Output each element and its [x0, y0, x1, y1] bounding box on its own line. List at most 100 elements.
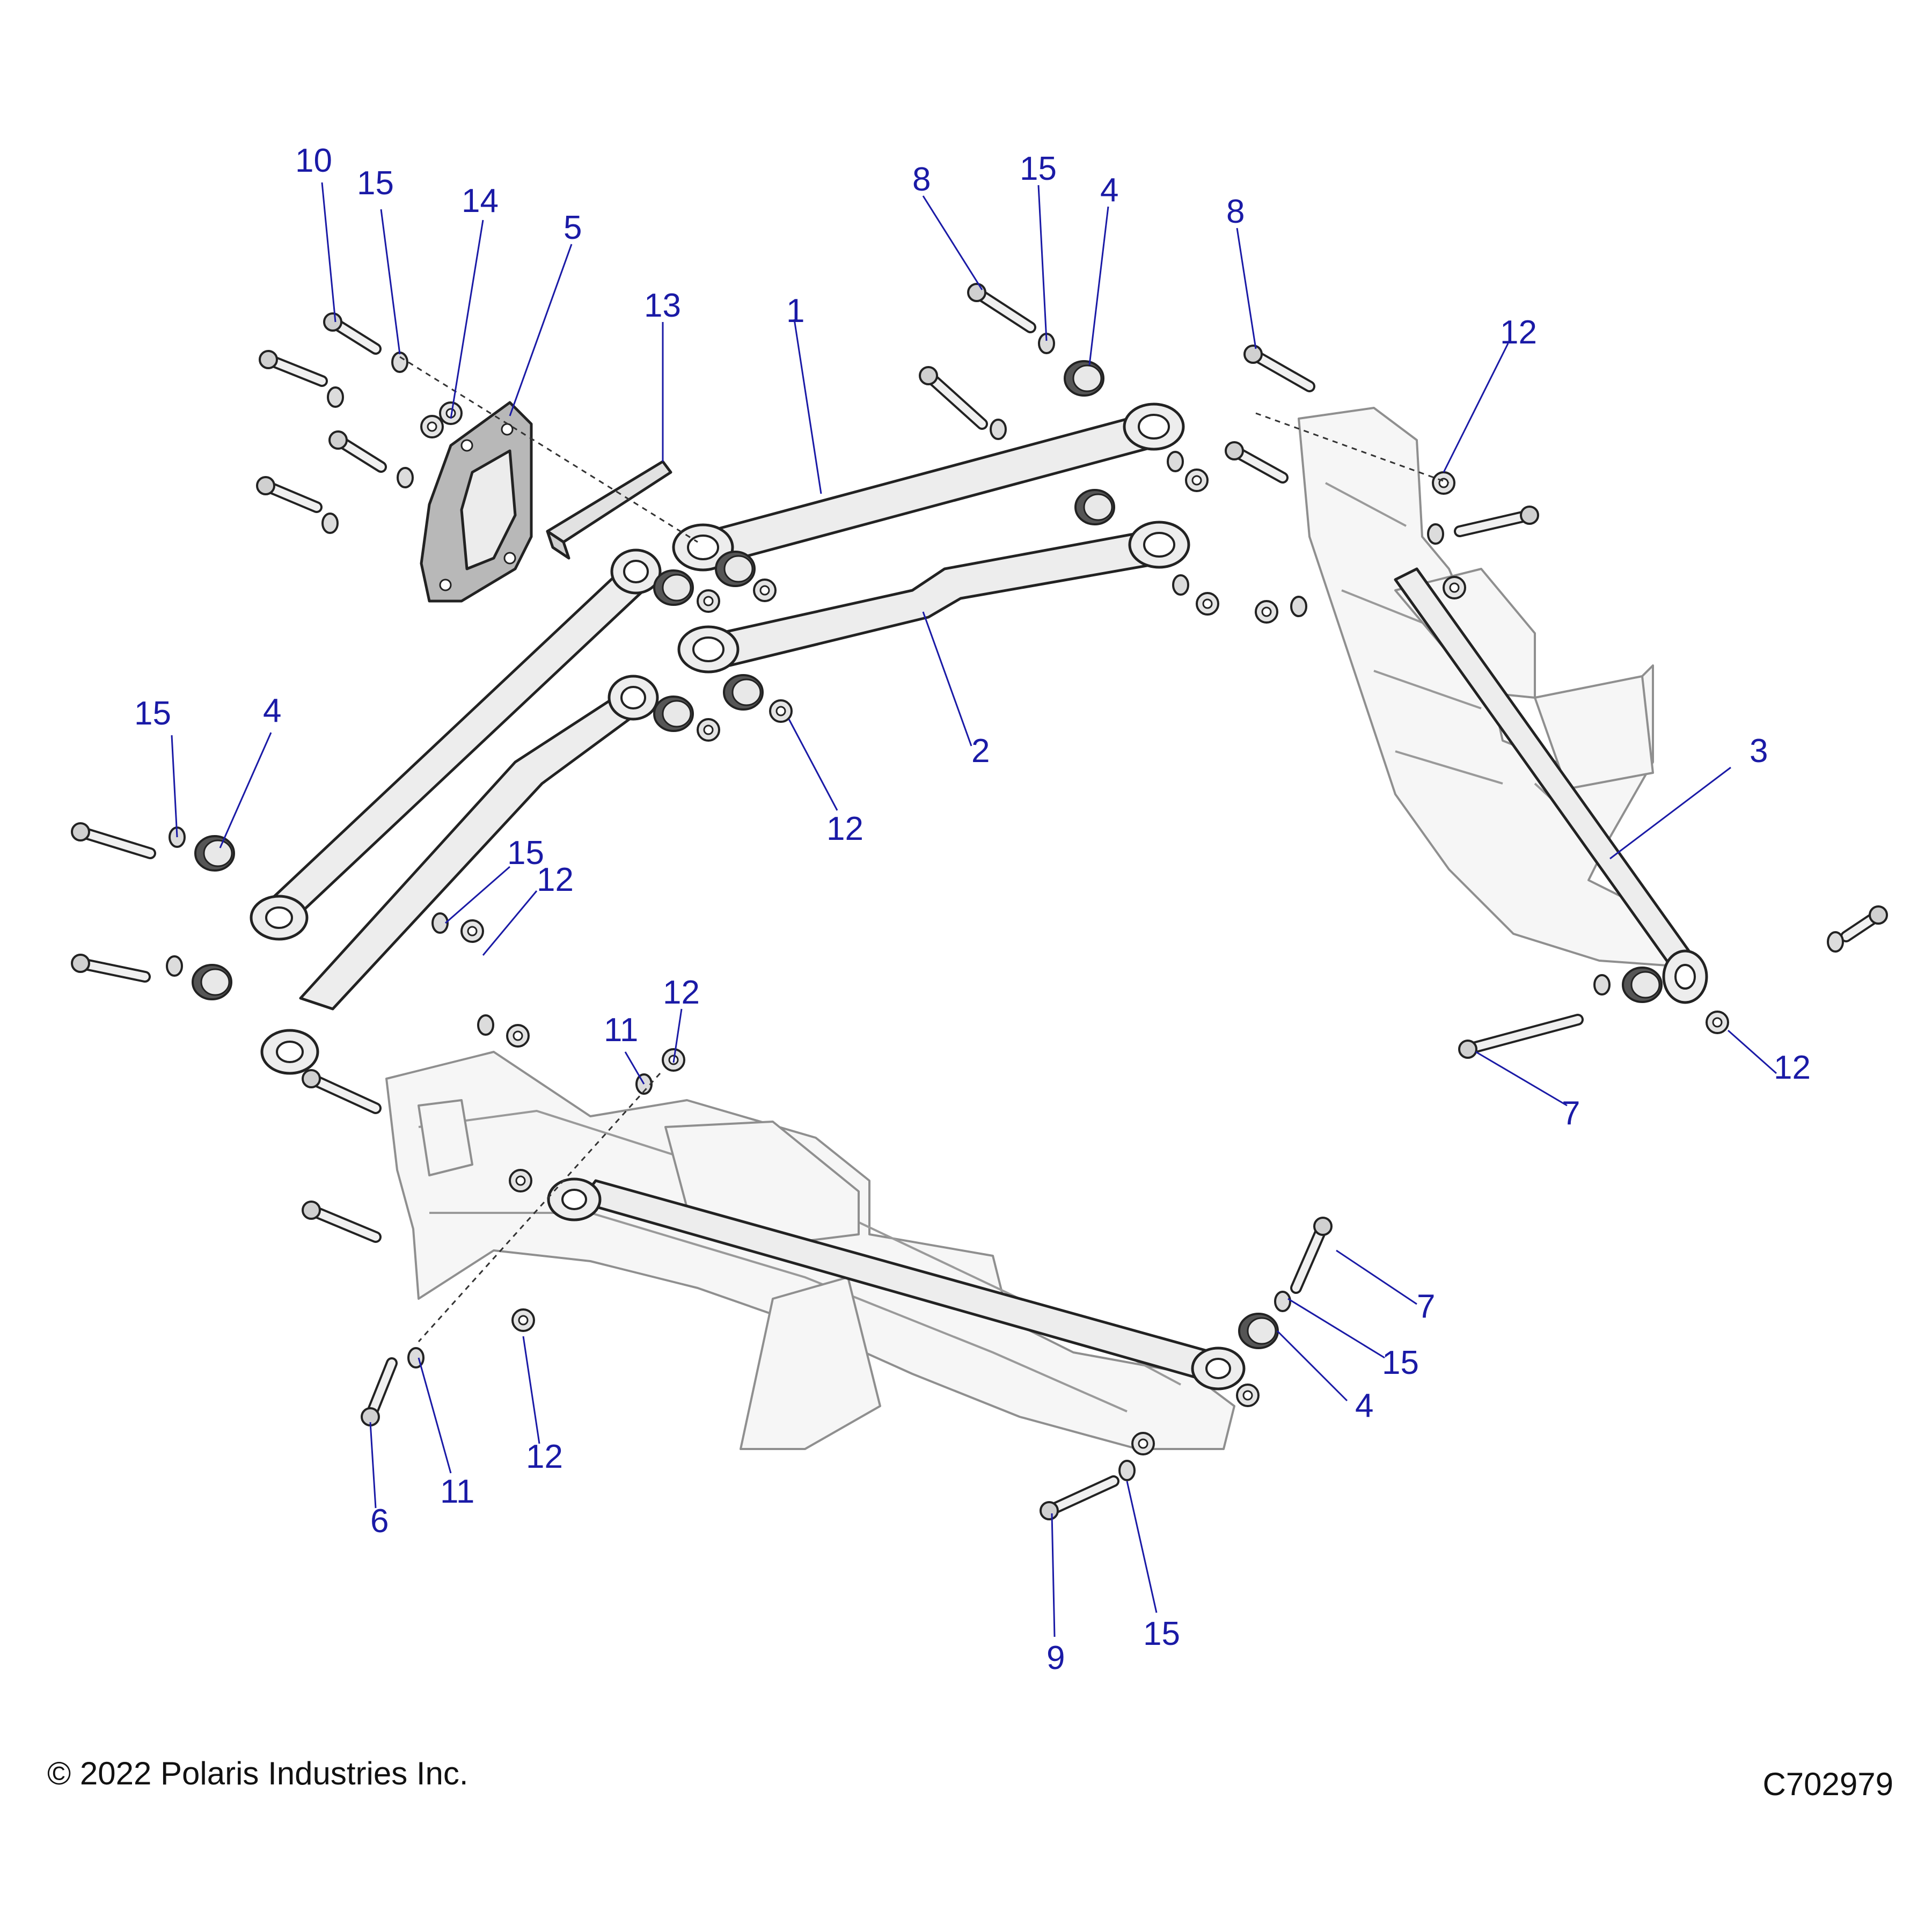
washer: [1172, 574, 1189, 596]
callout-8: 8: [912, 161, 931, 198]
nut-hole: [775, 706, 786, 716]
bushing-face: [1072, 364, 1102, 392]
callout-4: 4: [263, 692, 281, 729]
heat-shield: [546, 460, 672, 560]
callout-3: 3: [1750, 733, 1768, 770]
arm-left-lower: [260, 675, 659, 1075]
callout-1: 1: [786, 292, 804, 330]
washer: [1167, 451, 1184, 472]
mount-bracket: [420, 401, 533, 603]
bolt-head: [1040, 1501, 1059, 1520]
bolt-head: [919, 366, 938, 385]
bolt-shank: [77, 960, 149, 980]
bolt-head: [1869, 905, 1888, 925]
bolt-head: [71, 954, 90, 973]
washer: [1274, 1291, 1291, 1312]
arm-1: [672, 402, 1185, 572]
callout-15: 15: [1020, 150, 1057, 187]
bolt-head: [302, 1201, 321, 1220]
callout-9: 9: [1046, 1640, 1065, 1677]
callout-labels: 10 15 14 5 13 1 8 15 4 8 12 15 4 2 12 3 …: [134, 142, 1811, 1677]
bushing-face: [662, 574, 692, 602]
washer: [327, 386, 344, 408]
callout-2: 2: [971, 733, 990, 770]
callout-6: 6: [370, 1503, 389, 1540]
bolt-shank: [925, 372, 986, 428]
bolt-shank: [1249, 350, 1313, 390]
bolt-shank: [1456, 511, 1533, 535]
callout-11: 11: [604, 1012, 638, 1049]
arm-2: [677, 521, 1190, 674]
bolt-head: [1313, 1217, 1333, 1236]
bolt-head: [323, 312, 342, 332]
nut-hole: [1242, 1390, 1253, 1401]
nut-hole: [703, 724, 714, 735]
figure-code: C702979: [1762, 1766, 1893, 1802]
callout-8: 8: [1226, 193, 1245, 230]
bushing-face: [662, 700, 692, 728]
bolt-head: [302, 1069, 321, 1088]
nut-hole: [1191, 475, 1202, 486]
washer: [431, 912, 449, 934]
arm-left-upper: [250, 548, 662, 941]
bolt-shank: [973, 289, 1034, 331]
copyright-notice: © 2022 Polaris Industries Inc.: [47, 1755, 469, 1791]
washer: [1118, 1460, 1136, 1481]
bolt-head: [259, 350, 278, 369]
washer: [990, 419, 1007, 440]
washer: [166, 955, 183, 977]
leader-lines: [171, 182, 1777, 1637]
callout-15: 15: [357, 165, 394, 202]
bolt-shank: [77, 828, 154, 857]
bolt-head: [71, 822, 90, 841]
hardware-group: [71, 283, 1888, 1520]
callout-15: 15: [1382, 1344, 1419, 1381]
bushing-face: [731, 678, 762, 706]
bushing-face: [200, 968, 230, 996]
bolt-head: [328, 430, 348, 450]
callout-12: 12: [1774, 1049, 1811, 1086]
nut-hole: [703, 596, 714, 606]
washer: [1427, 523, 1444, 545]
washer: [391, 352, 408, 373]
callout-12: 12: [537, 861, 574, 898]
callout-15: 15: [1143, 1615, 1180, 1652]
nut-hole: [759, 585, 770, 596]
bushing-face: [723, 555, 753, 583]
washer: [1827, 931, 1844, 953]
nut-hole: [467, 926, 478, 936]
nut-hole: [513, 1030, 523, 1041]
callout-12: 12: [1500, 314, 1537, 351]
callout-12: 12: [663, 974, 700, 1011]
arm-lower-long: [547, 1177, 1246, 1391]
nut-hole: [515, 1175, 526, 1186]
washer: [321, 513, 339, 534]
arm-3: [1394, 567, 1708, 1004]
alignment-lines: [399, 356, 1450, 1343]
bushing-face: [1630, 971, 1660, 999]
washer: [477, 1014, 494, 1036]
nut-hole: [427, 421, 437, 432]
nut-hole: [1449, 582, 1460, 593]
bolt-shank: [308, 1206, 379, 1241]
callout-14: 14: [462, 182, 499, 219]
washer: [1593, 974, 1611, 996]
bolt-shank: [1292, 1223, 1327, 1292]
bolt-head: [967, 283, 986, 302]
bolt-head: [1225, 441, 1244, 460]
nut-hole: [1138, 1438, 1148, 1449]
callout-10: 10: [295, 142, 332, 179]
callout-7: 7: [1562, 1095, 1580, 1132]
bolt-head: [1458, 1040, 1477, 1059]
nut-hole: [518, 1315, 529, 1326]
washer: [1290, 596, 1307, 617]
nut-hole: [1261, 606, 1272, 617]
callout-4: 4: [1100, 172, 1118, 209]
callout-11: 11: [440, 1473, 474, 1510]
bolt-shank: [308, 1075, 379, 1112]
callout-15: 15: [507, 835, 544, 872]
bushing-face: [1083, 493, 1113, 521]
bushing-face: [1247, 1317, 1277, 1345]
callout-5: 5: [564, 209, 582, 246]
